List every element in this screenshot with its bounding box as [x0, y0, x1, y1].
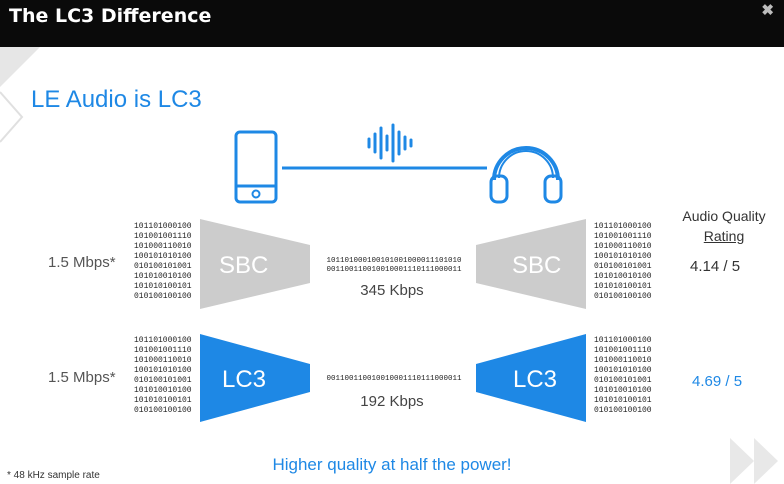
lc3-rating: 4.69 / 5 — [692, 373, 743, 390]
sbc-decoder-shape — [476, 219, 586, 309]
sbc-encoder-shape — [200, 219, 310, 309]
close-icon[interactable]: ✖ — [761, 2, 774, 19]
lc3-decoder-label: LC3 — [513, 366, 558, 393]
window-title: The LC3 Difference — [9, 5, 212, 27]
sbc-stream-rate: 345 Kbps — [360, 282, 424, 299]
lc3-encoder-label: LC3 — [222, 366, 267, 393]
rating-header-line1: Audio Quality — [682, 208, 766, 224]
lc3-stream-rate: 192 Kbps — [360, 393, 424, 410]
sbc-encoder-label: SBC — [219, 252, 269, 279]
audio-waveform-icon — [367, 123, 413, 163]
sbc-output-bits: 101101000100 101001001110 101000110010 1… — [594, 222, 652, 301]
headphones-icon — [489, 146, 563, 204]
footnote: * 48 kHz sample rate — [7, 470, 100, 481]
sbc-decoder-label: SBC — [512, 252, 562, 279]
lc3-input-rate: 1.5 Mbps* — [48, 369, 116, 386]
connection-line — [282, 166, 487, 170]
title-bar: The LC3 Difference ✖ — [0, 0, 784, 47]
sbc-input-rate: 1.5 Mbps* — [48, 254, 116, 271]
lc3-decoder-shape — [476, 334, 586, 422]
lc3-encoder-shape — [200, 334, 310, 422]
slide-heading: LE Audio is LC3 — [31, 86, 202, 113]
sbc-input-bits: 101101000100 101001001110 101000110010 1… — [134, 222, 192, 301]
tagline: Higher quality at half the power! — [272, 455, 512, 474]
lc3-output-bits: 101101000100 101001001110 101000110010 1… — [594, 336, 652, 415]
lc3-input-bits: 101101000100 101001001110 101000110010 1… — [134, 336, 192, 415]
rating-header-line2: Rating — [703, 228, 745, 244]
phone-icon — [234, 130, 278, 204]
double-chevron-right-icon — [730, 438, 778, 484]
sbc-stream-bits: 101101000100101001000011101010 001100110… — [326, 257, 462, 274]
sbc-rating: 4.14 / 5 — [690, 258, 741, 275]
lc3-stream-bits: 001100110010010001110111000011 — [326, 375, 462, 383]
decorative-chevron — [0, 47, 40, 143]
audio-quality-rating-header: Audio Quality Rating — [674, 206, 774, 246]
